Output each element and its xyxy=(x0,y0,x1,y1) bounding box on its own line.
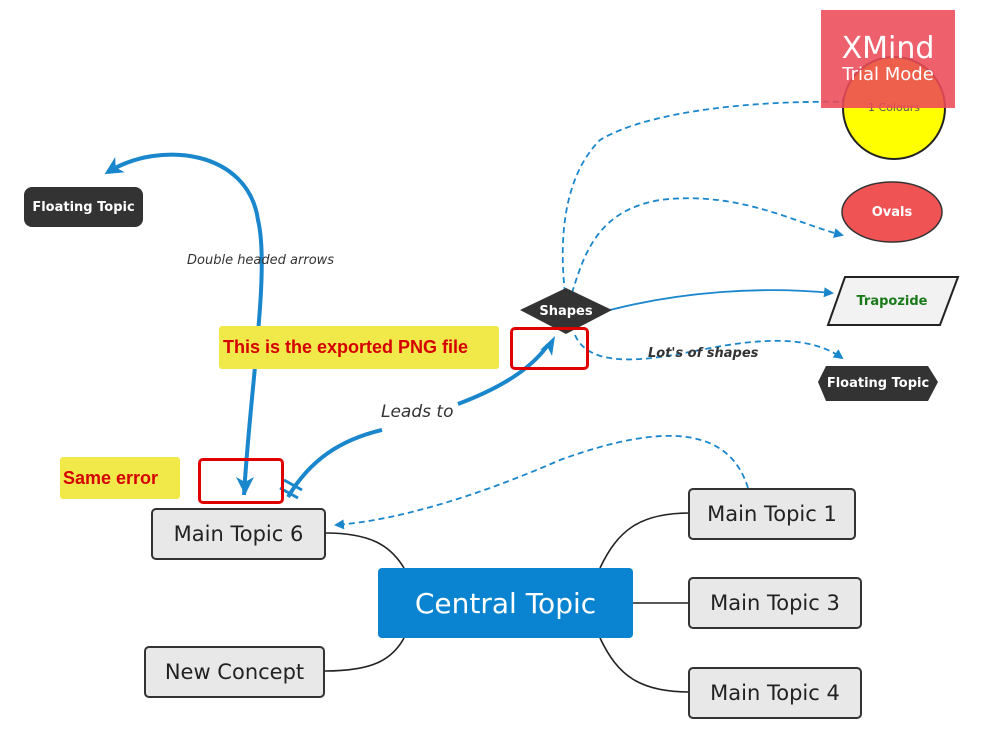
double-headed-arrow-start xyxy=(236,477,254,495)
branch-connectors xyxy=(324,512,691,693)
central-topic[interactable]: Central Topic xyxy=(378,568,633,638)
trapozide-label: Trapozide xyxy=(856,293,928,309)
main-topic-3[interactable]: Main Topic 3 xyxy=(688,577,862,629)
floating-topic-right-shape[interactable] xyxy=(818,366,938,401)
shapes-diamond[interactable] xyxy=(520,288,612,334)
floating-topic-left[interactable]: Floating Topic xyxy=(24,187,143,227)
trapozide-relationship xyxy=(609,287,834,311)
double-headed-arrows-label: Double headed arrows xyxy=(187,253,335,268)
watermark-brand: XMind xyxy=(841,31,935,66)
floating-topic-right-label: Floating Topic xyxy=(826,375,930,391)
shape-relationships xyxy=(561,96,852,361)
highlight-box-shapes-arrow xyxy=(510,327,589,370)
watermark-mode: Trial Mode xyxy=(842,64,934,85)
leads-to-label: Leads to xyxy=(381,402,454,422)
ovals-label: Ovals xyxy=(871,204,913,220)
leads-to-arrow-head xyxy=(540,336,555,356)
trapozide-shape[interactable] xyxy=(826,276,960,326)
topic1-to-topic6-relationship xyxy=(334,435,749,530)
main-topic-4[interactable]: Main Topic 4 xyxy=(688,667,862,719)
ovals-shape[interactable] xyxy=(841,181,943,243)
double-headed-relationship[interactable] xyxy=(104,152,264,496)
highlight-box-topic6-arrow xyxy=(198,458,284,504)
shapes-label: Shapes xyxy=(539,303,593,319)
main-topic-1[interactable]: Main Topic 1 xyxy=(688,488,856,540)
xmind-trial-watermark: XMind Trial Mode xyxy=(821,10,955,108)
same-error-callout: Same error xyxy=(60,457,180,499)
lots-of-shapes-label: Lot's of shapes xyxy=(648,346,759,361)
exported-png-callout: This is the exported PNG file xyxy=(219,326,499,369)
new-concept-topic[interactable]: New Concept xyxy=(144,646,325,698)
main-topic-6[interactable]: Main Topic 6 xyxy=(151,508,326,560)
